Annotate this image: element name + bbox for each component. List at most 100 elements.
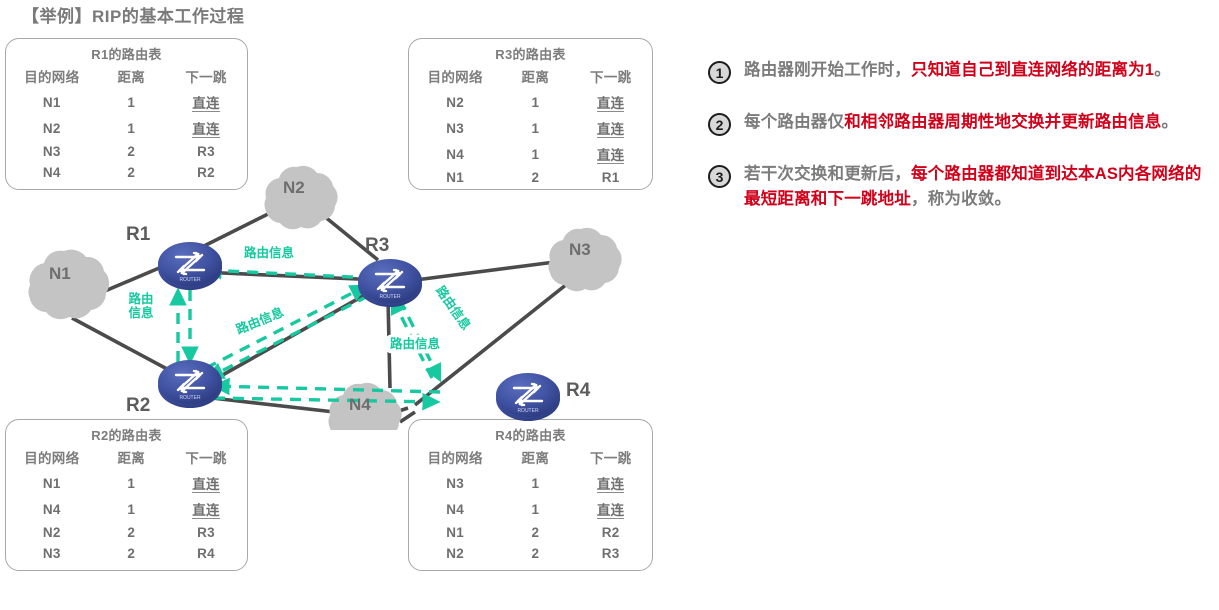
cell-distance: 2 [127,525,136,540]
routing-table-grid: 目的网络 距离 下一跳 N1 1 直连 N2 1 直连 N3 2 R3 N4 2… [6,64,247,183]
explanation-notes: 1 路由器刚开始工作时，只知道自己到直连网络的距离为1。 2 每个路由器仅和相邻… [700,58,1205,239]
cloud-n1 [28,249,110,320]
cell-nexthop: 直连 [192,122,220,138]
cell-destination: N4 [446,146,465,162]
routing-table-grid: 目的网络 距离 下一跳 N3 1 直连 N4 1 直连 N1 2 R2 N2 2… [409,445,652,564]
cell-distance: 1 [531,475,540,491]
note-text-plain: 路由器刚开始工作时， [744,61,911,79]
routing-table-title: R4的路由表 [495,428,566,443]
table-row: N3 1 直连 [409,470,652,496]
arrow-r3-to-r2 [205,294,369,380]
cell-destination: N1 [446,525,465,540]
table-row: N2 1 直连 [6,115,247,141]
cell-distance: 2 [127,144,136,159]
cell-distance: 1 [531,120,540,136]
table-row: N2 2 R3 [409,543,652,564]
router-label-r3: R3 [365,235,390,256]
cell-distance: 2 [531,546,540,561]
note-text-plain-tail: ，称为收敛。 [911,190,1012,209]
table-row: N4 1 直连 [409,496,652,522]
cell-nexthop: R3 [197,525,215,540]
router-r3: ROUTER [358,259,422,307]
cell-nexthop: R3 [601,546,620,561]
router-label-r2: R2 [126,395,151,416]
routing-table-r4: R4的路由表 目的网络 距离 下一跳 N3 1 直连 N4 1 直连 N1 2 … [408,419,653,571]
routing-table-grid: 目的网络 距离 下一跳 N1 1 直连 N4 1 直连 N2 2 R3 N3 2… [6,445,247,564]
router-r4: ROUTER [496,373,560,421]
page-title: 【举例】RIP的基本工作过程 [22,7,245,26]
column-header-destination: 目的网络 [427,451,483,466]
cell-nexthop: 直连 [596,122,625,138]
table-row: N1 1 直连 [6,470,247,496]
cell-nexthop: 直连 [192,477,220,493]
cell-nexthop: R1 [601,170,620,185]
network-clouds [28,165,622,430]
cell-destination: N1 [446,170,465,185]
cell-nexthop: 直连 [192,503,220,519]
column-header-nexthop: 下一跳 [589,451,632,466]
column-header-distance: 距离 [521,70,550,85]
arrow-r3-to-r1 [203,261,373,280]
exchange-label-r1-r2: 路由信息 [118,291,164,322]
note-text-plain-tail: 。 [1161,113,1179,132]
routers: ROUTER ROUTER [158,242,560,421]
cell-distance: 1 [531,501,540,517]
svg-text:ROUTER: ROUTER [517,408,539,414]
column-header-nexthop: 下一跳 [589,70,632,85]
cell-destination: N4 [42,501,61,517]
routing-table-r3: R3的路由表 目的网络 距离 下一跳 N2 1 直连 N3 1 直连 N4 1 … [408,38,653,190]
cell-destination: N1 [42,94,61,110]
cell-destination: N3 [42,144,61,159]
cell-destination: N4 [446,501,465,517]
cell-distance: 2 [127,546,136,561]
note-number-badge: 2 [708,113,731,137]
note-text: 每个路由器仅和相邻路由器周期性地交换并更新路由信息。 [744,110,1205,135]
cell-destination: N1 [42,475,61,491]
column-header-destination: 目的网络 [24,70,80,85]
cell-distance: 1 [127,475,136,491]
table-row: N3 1 直连 [409,115,652,141]
note-text-highlight: 只知道自己到直连网络的距离为1 [911,61,1155,79]
cell-distance: 1 [127,501,136,517]
cell-destination: N2 [446,546,465,561]
column-header-nexthop: 下一跳 [185,451,227,466]
note-item-3: 3 若干次交换和更新后，每个路由器都知道到达本AS内各网络的最短距离和下一跳地址… [700,162,1205,212]
table-row: N3 2 R4 [6,543,247,564]
cell-distance: 1 [127,120,136,136]
note-item-1: 1 路由器刚开始工作时，只知道自己到直连网络的距离为1。 [700,58,1205,84]
router-r1: ROUTER [158,242,222,290]
cloud-n2 [264,165,338,230]
note-text: 路由器刚开始工作时，只知道自己到直连网络的距离为1。 [744,58,1205,83]
note-text: 若干次交换和更新后，每个路由器都知道到达本AS内各网络的最短距离和下一跳地址，称… [744,162,1205,212]
cell-distance: 2 [127,165,136,180]
cell-distance: 2 [531,525,540,540]
note-text-highlight: 每个路由器都知道到达本AS内各网络的最短距离和下一跳地址 [744,165,1202,209]
cell-distance: 1 [127,94,136,110]
cell-distance: 1 [531,94,540,110]
cell-destination: N2 [42,120,61,136]
cell-nexthop: R3 [197,144,215,159]
cell-nexthop: R4 [197,546,215,561]
router-r2: ROUTER [158,360,222,408]
svg-text:ROUTER: ROUTER [179,395,201,401]
cell-nexthop: 直连 [192,96,220,112]
cell-destination: N4 [42,165,61,180]
svg-text:ROUTER: ROUTER [179,277,201,283]
cell-destination: N3 [446,120,465,136]
table-row: N4 1 直连 [6,496,247,522]
table-row: N3 2 R3 [6,141,247,162]
cell-nexthop: 直连 [596,477,625,493]
routing-table-title: R2的路由表 [91,428,162,443]
table-row: N2 1 直连 [409,89,652,115]
table-row: N1 2 R1 [409,167,652,188]
cloud-n3 [548,227,622,292]
note-text-plain: 每个路由器仅 [744,113,845,132]
note-text-highlight: 和相邻路由器周期性地交换并更新路由信息 [844,113,1162,132]
cell-destination: N2 [42,525,61,540]
table-row: N2 2 R3 [6,522,247,543]
router-label-r4: R4 [566,380,591,401]
routing-table-title: R1的路由表 [91,47,162,62]
svg-text:ROUTER: ROUTER [379,294,401,300]
network-topology-diagram: ROUTER ROUTER [0,150,670,430]
note-text-plain-tail: 。 [1154,61,1171,79]
